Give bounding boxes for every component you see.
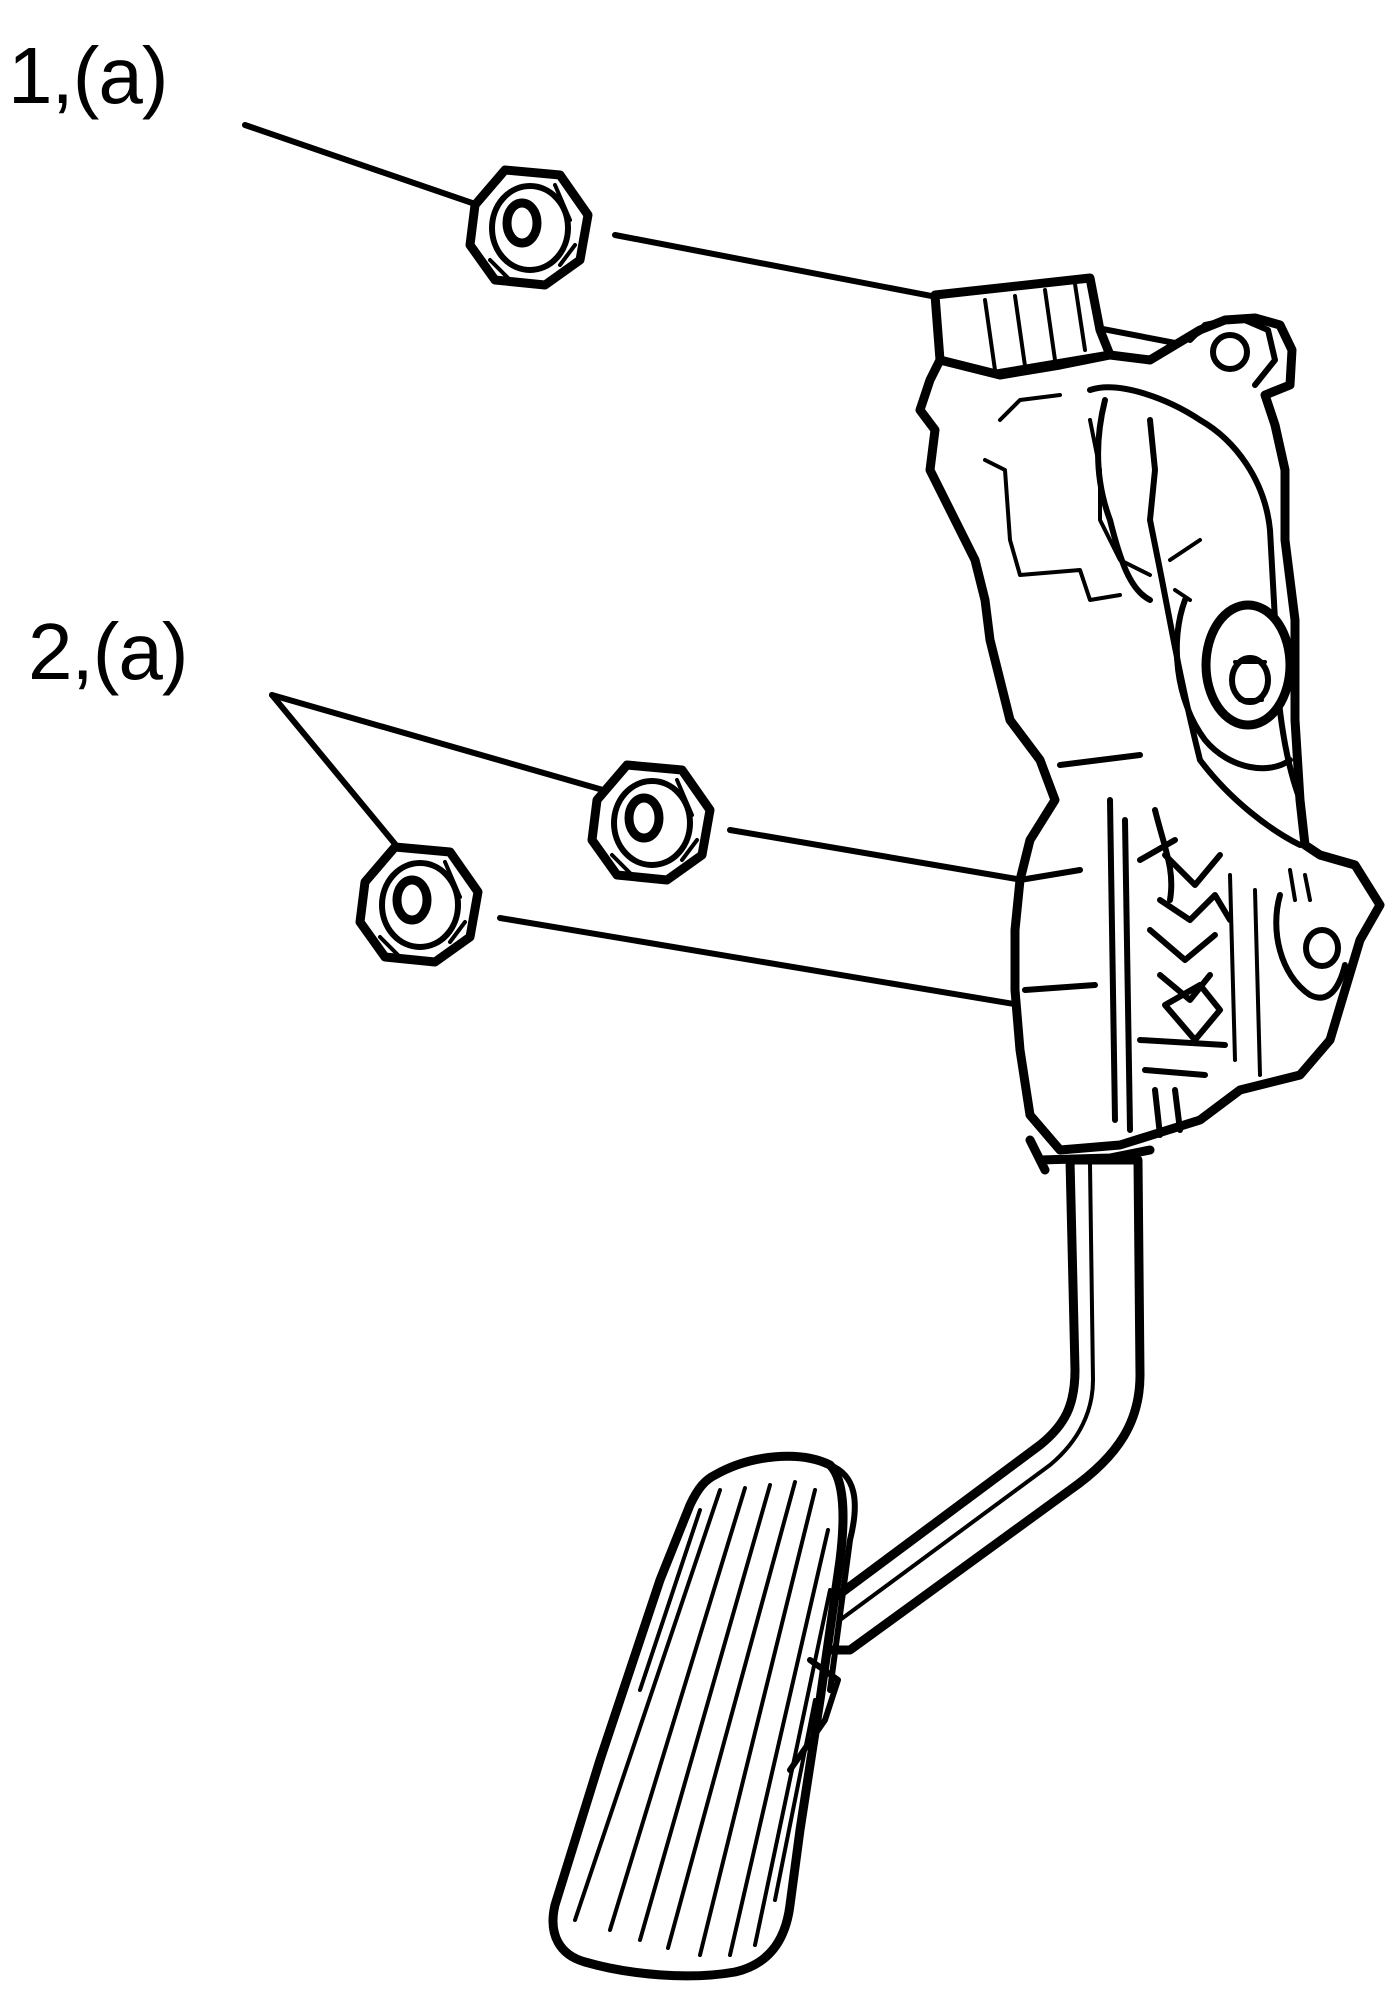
callout-label-1: 1,(a) xyxy=(8,31,168,120)
nut-2a xyxy=(587,760,715,885)
pedal-pad xyxy=(548,1451,858,1981)
callout-label-2: 2,(a) xyxy=(28,607,188,696)
leader-2-to-nut-a xyxy=(269,692,606,793)
nut-2b xyxy=(355,842,483,967)
pedal-bracket xyxy=(915,273,1385,1175)
pedal-arm xyxy=(815,1155,1145,1655)
leader-1-nut-to-bracket xyxy=(612,232,1225,355)
leader-1-to-nut xyxy=(242,122,481,208)
nut-1 xyxy=(465,165,593,290)
leader-2b-nut-to-bracket xyxy=(497,915,1023,1008)
leader-2-to-nut-b xyxy=(269,692,403,853)
